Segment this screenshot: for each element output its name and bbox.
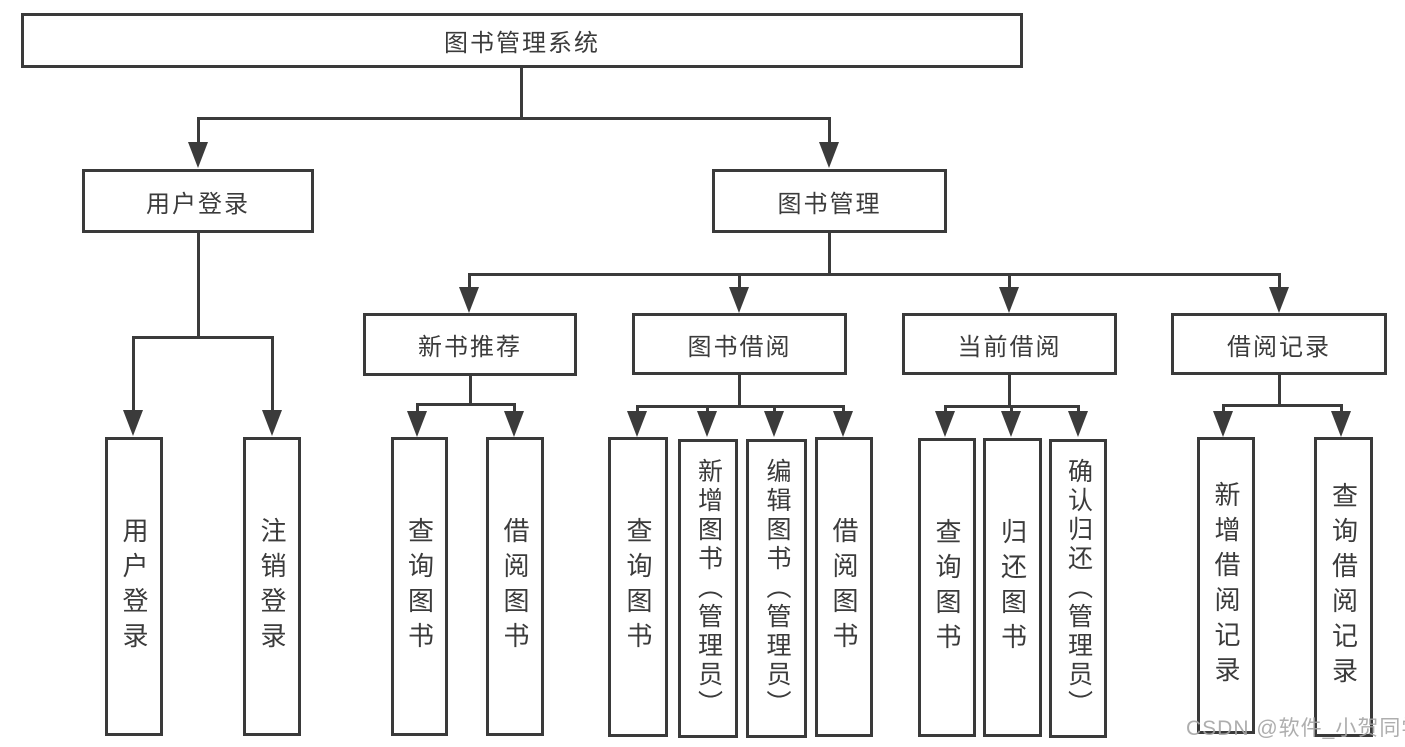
leaf-borrow-books-recommend: 借阅图书 bbox=[486, 437, 544, 736]
connector-stem-borrow-record bbox=[1278, 273, 1281, 289]
arrowhead-current-borrow bbox=[999, 287, 1019, 313]
node-book-management: 图书管理 bbox=[712, 169, 947, 233]
arrowhead-bb-query bbox=[627, 411, 647, 437]
arrowhead-bb-edit bbox=[764, 411, 784, 437]
leaf-query-books-recommend-label: 查询图书 bbox=[404, 516, 435, 657]
leaf-user-login: 用户登录 bbox=[105, 437, 163, 736]
leaf-borrow-books: 借阅图书 bbox=[815, 437, 873, 737]
arrowhead-cb-confirm bbox=[1068, 411, 1088, 437]
arrowhead-book-management bbox=[819, 142, 839, 168]
leaf-query-borrow-record: 查询借阅记录 bbox=[1314, 437, 1373, 737]
leaf-query-borrow-record-label: 查询借阅记录 bbox=[1328, 482, 1359, 692]
leaf-add-borrow-record: 新增借阅记录 bbox=[1197, 437, 1255, 734]
leaf-logout: 注销登录 bbox=[243, 437, 301, 736]
node-user-login-label: 用户登录 bbox=[146, 190, 250, 218]
node-new-book-recommend: 新书推荐 bbox=[363, 313, 577, 376]
node-borrow-record-label: 借阅记录 bbox=[1227, 333, 1331, 361]
node-borrow-record: 借阅记录 bbox=[1171, 313, 1387, 375]
connector-new-book-stem bbox=[469, 376, 472, 406]
connector-stem-br-query bbox=[1340, 404, 1343, 414]
leaf-query-books-current: 查询图书 bbox=[918, 438, 976, 737]
connector-book-borrow-rail bbox=[636, 405, 844, 408]
connector-stem-nb-query bbox=[416, 403, 419, 414]
node-root-label: 图书管理系统 bbox=[444, 30, 600, 57]
connector-stem-bb-query bbox=[636, 405, 639, 414]
arrowhead-br-query bbox=[1331, 411, 1351, 437]
connector-stem-cb-return bbox=[1010, 405, 1013, 414]
arrowhead-new-book-recommend bbox=[459, 287, 479, 313]
arrowhead-nb-borrow bbox=[504, 411, 524, 437]
connector-user-split-rail bbox=[132, 336, 274, 339]
leaf-confirm-return-admin: 确认归还（管理员） bbox=[1049, 439, 1107, 738]
connector-borrow-record-rail bbox=[1222, 404, 1343, 407]
leaf-borrow-books-label: 借阅图书 bbox=[829, 517, 859, 657]
node-current-borrow-label: 当前借阅 bbox=[957, 333, 1062, 361]
arrowhead-br-add bbox=[1213, 411, 1233, 437]
connector-stem-nb-borrow bbox=[513, 403, 516, 414]
leaf-query-books-borrow: 查询图书 bbox=[608, 437, 668, 737]
arrowhead-leaf-user-login bbox=[123, 410, 143, 436]
connector-stem-new-book-recommend bbox=[468, 273, 471, 289]
connector-stem-book-management bbox=[828, 117, 831, 144]
leaf-query-books-borrow-label: 查询图书 bbox=[623, 517, 653, 657]
node-current-borrow: 当前借阅 bbox=[902, 313, 1117, 375]
arrowhead-cb-return bbox=[1001, 411, 1021, 437]
arrowhead-bb-borrow bbox=[833, 411, 853, 437]
connector-root-stem bbox=[520, 68, 523, 118]
connector-user-login-stem bbox=[197, 233, 200, 339]
leaf-return-books-label: 归还图书 bbox=[997, 517, 1028, 658]
arrowhead-borrow-record bbox=[1269, 287, 1289, 313]
leaf-confirm-return-admin-label: 确认归还（管理员） bbox=[1064, 458, 1093, 719]
arrowhead-nb-query bbox=[407, 411, 427, 437]
connector-new-book-rail bbox=[416, 403, 516, 406]
connector-stem-cb-query bbox=[944, 405, 947, 414]
connector-stem-cb-confirm bbox=[1077, 405, 1080, 414]
connector-stem-user-login bbox=[197, 117, 200, 144]
leaf-add-books-admin-label: 新增图书（管理员） bbox=[694, 458, 723, 719]
node-book-management-label: 图书管理 bbox=[777, 190, 882, 218]
node-new-book-recommend-label: 新书推荐 bbox=[418, 334, 522, 361]
connector-book-management-stem bbox=[828, 233, 831, 275]
connector-stem-bb-add bbox=[706, 405, 709, 414]
leaf-add-books-admin: 新增图书（管理员） bbox=[678, 439, 738, 738]
connector-stem-bb-edit bbox=[773, 405, 776, 414]
leaf-query-books-recommend: 查询图书 bbox=[391, 437, 448, 736]
arrowhead-bb-add bbox=[697, 411, 717, 437]
node-user-login: 用户登录 bbox=[82, 169, 314, 233]
connector-stem-leaf-user-login bbox=[132, 336, 135, 412]
arrowhead-cb-query bbox=[935, 411, 955, 437]
node-book-borrow-label: 图书借阅 bbox=[687, 333, 792, 361]
leaf-logout-label: 注销登录 bbox=[257, 516, 287, 657]
leaf-add-borrow-record-label: 新增借阅记录 bbox=[1211, 480, 1241, 691]
connector-stem-leaf-logout bbox=[271, 336, 274, 412]
leaf-edit-books-admin: 编辑图书（管理员） bbox=[746, 439, 807, 738]
leaf-query-books-current-label: 查询图书 bbox=[932, 517, 962, 658]
leaf-user-login-label: 用户登录 bbox=[119, 516, 149, 657]
connector-stem-current-borrow bbox=[1008, 273, 1011, 289]
connector-current-borrow-stem bbox=[1008, 375, 1011, 408]
leaf-borrow-books-recommend-label: 借阅图书 bbox=[500, 516, 530, 657]
arrowhead-book-borrow bbox=[729, 287, 749, 313]
connector-stem-bb-borrow bbox=[842, 405, 845, 414]
arrowhead-leaf-logout bbox=[262, 410, 282, 436]
connector-stem-br-add bbox=[1222, 404, 1225, 414]
node-root-library-system: 图书管理系统 bbox=[21, 13, 1023, 68]
connector-level2-rail bbox=[197, 117, 831, 120]
leaf-edit-books-admin-label: 编辑图书（管理员） bbox=[763, 458, 791, 719]
connector-stem-book-borrow bbox=[738, 273, 741, 289]
leaf-return-books: 归还图书 bbox=[983, 438, 1042, 737]
connector-book-borrow-stem bbox=[738, 375, 741, 408]
arrowhead-user-login bbox=[188, 142, 208, 168]
connector-level3-rail bbox=[468, 273, 1281, 276]
csdn-watermark: CSDN @软件_小贺同学 bbox=[1186, 717, 1405, 740]
node-book-borrow: 图书借阅 bbox=[632, 313, 847, 375]
connector-borrow-record-stem bbox=[1278, 375, 1281, 406]
